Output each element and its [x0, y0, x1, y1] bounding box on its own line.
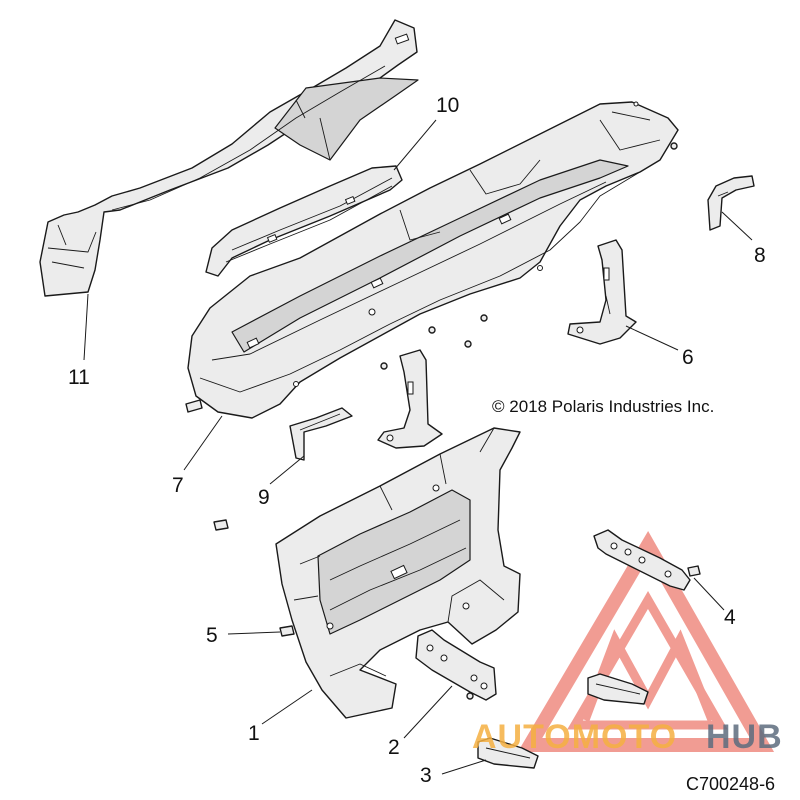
- callout-3: 3: [420, 764, 432, 787]
- leader-8: [721, 211, 753, 241]
- part-9-angle-bracket: [289, 407, 353, 461]
- center-mount-bracket: [377, 349, 443, 449]
- callout-5: 5: [206, 624, 218, 647]
- logo-triangle-inner: [567, 591, 728, 730]
- fasteners: [185, 142, 701, 700]
- logo-letter-m: [580, 629, 717, 722]
- logo-triangle-outer: [517, 531, 775, 752]
- part-1-lower-panel: [275, 427, 521, 719]
- part-3-step-handles: [477, 673, 649, 769]
- callout-7: 7: [172, 474, 184, 497]
- callout-10: 10: [436, 94, 459, 117]
- part-2-flat-bracket: [415, 629, 497, 701]
- part-7-rear-body: [187, 101, 679, 419]
- leader-1: [261, 689, 313, 725]
- part-6-mount-bracket: [567, 239, 637, 345]
- leader-7: [183, 415, 223, 471]
- part-4-perforated-bracket: [593, 529, 691, 591]
- part-8-corner-bracket: [707, 175, 755, 231]
- callout-2: 2: [388, 736, 400, 759]
- drawing-id: C700248-6: [686, 774, 775, 794]
- callout-11: 11: [68, 366, 90, 389]
- callout-labels: 1 2 3 4 5 6 7 8 9 10 11: [68, 94, 766, 787]
- callout-4: 4: [724, 606, 736, 629]
- leader-11: [83, 293, 89, 361]
- leader-9: [269, 455, 305, 485]
- automotohub-wordmark: AUTOMOTO HUB: [472, 718, 783, 756]
- leader-10: [393, 119, 437, 171]
- callout-6: 6: [682, 346, 694, 369]
- wordmark-automoto: AUTOMOTO: [472, 718, 677, 756]
- part-11-side-panel: [39, 19, 419, 297]
- copyright-notice: © 2018 Polaris Industries Inc.: [492, 397, 714, 416]
- leader-5: [227, 631, 281, 635]
- automotohub-logo: [517, 531, 775, 752]
- part-10-upper-trim: [205, 165, 403, 277]
- callout-9: 9: [258, 486, 270, 509]
- leader-lines: [83, 119, 753, 775]
- wordmark-hub: HUB: [706, 718, 783, 756]
- leader-2: [403, 685, 453, 739]
- callout-1: 1: [248, 722, 260, 745]
- leader-4: [693, 577, 725, 611]
- leader-3: [441, 759, 487, 775]
- callout-8: 8: [754, 244, 766, 267]
- leader-6: [625, 325, 679, 351]
